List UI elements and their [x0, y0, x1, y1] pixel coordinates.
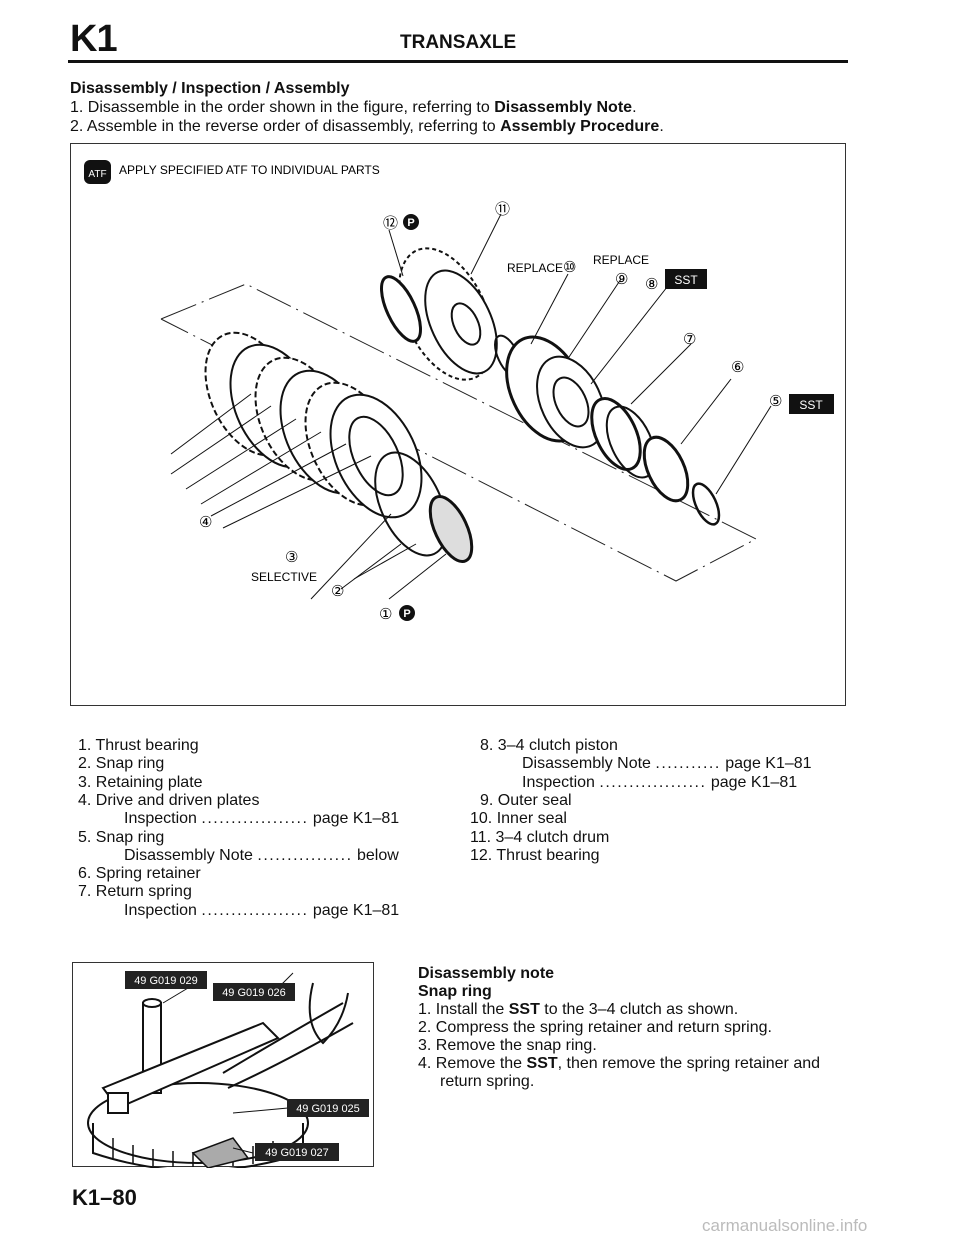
svg-text:49 G019 025: 49 G019 025: [296, 1103, 360, 1115]
section-heading: Disassembly / Inspection / Assembly: [70, 80, 350, 97]
tool-label-027: 49 G019 027: [255, 1143, 339, 1161]
svg-text:⑧: ⑧: [645, 276, 658, 293]
tool-label-026: 49 G019 026: [213, 983, 295, 1001]
svg-text:③: ③: [285, 549, 298, 566]
tool-label-029: 49 G019 029: [125, 971, 207, 989]
tool-label-025: 49 G019 025: [287, 1099, 369, 1117]
sst-badge-icon: SST: [789, 394, 834, 414]
instruction-2: 2. Assemble in the reverse order of disa…: [70, 118, 664, 135]
instruction-1: 1. Disassemble in the order shown in the…: [70, 99, 637, 116]
svg-text:SST: SST: [799, 398, 823, 412]
sst-tool-drawing: 49 G019 029 49 G019 026 49 G019 025 49 G…: [87, 971, 369, 1168]
sst-badge-icon: SST: [665, 269, 707, 289]
svg-text:ATF: ATF: [88, 169, 106, 180]
svg-text:SST: SST: [674, 273, 698, 287]
atf-note: APPLY SPECIFIED ATF TO INDIVIDUAL PARTS: [119, 163, 380, 177]
sst-tool-figure: 49 G019 029 49 G019 026 49 G019 025 49 G…: [72, 962, 374, 1168]
svg-text:⑦: ⑦: [683, 331, 696, 348]
svg-text:④: ④: [199, 514, 212, 531]
section-code: K1: [70, 18, 118, 60]
header-rule: [68, 60, 848, 63]
svg-text:⑥: ⑥: [731, 359, 744, 376]
disassembly-note: Disassembly note Snap ring 1. Install th…: [418, 965, 858, 1091]
parts-list-right: 8. 3–4 clutch piston Disassembly Note ..…: [470, 737, 812, 864]
p-mark-icon: P: [399, 605, 415, 621]
svg-text:①: ①: [379, 606, 392, 623]
svg-text:SELECTIVE: SELECTIVE: [251, 570, 317, 584]
clutch-exploded-drawing: ATF APPLY SPECIFIED ATF TO INDIVIDUAL PA…: [84, 160, 834, 623]
exploded-diagram: ATF APPLY SPECIFIED ATF TO INDIVIDUAL PA…: [70, 143, 846, 706]
svg-text:⑪: ⑪: [495, 201, 510, 218]
svg-text:⑨: ⑨: [615, 271, 628, 288]
parts-list-left: 1. Thrust bearing 2. Snap ring 3. Retain…: [78, 737, 400, 919]
svg-text:②: ②: [331, 583, 344, 600]
svg-text:49 G019 026: 49 G019 026: [222, 987, 286, 999]
svg-text:⑩: ⑩: [563, 259, 576, 276]
page-title: TRANSAXLE: [400, 32, 517, 53]
note-title: Disassembly note: [418, 965, 555, 982]
svg-text:P: P: [407, 217, 414, 229]
page-number: K1–80: [72, 1185, 137, 1210]
svg-text:49 G019 027: 49 G019 027: [265, 1147, 329, 1159]
svg-text:REPLACE: REPLACE: [593, 253, 649, 267]
svg-text:P: P: [403, 608, 410, 620]
note-subtitle: Snap ring: [418, 983, 492, 1000]
svg-text:49 G019 029: 49 G019 029: [134, 975, 198, 987]
atf-badge-icon: ATF: [84, 160, 111, 184]
svg-text:⑫: ⑫: [383, 215, 398, 232]
watermark: carmanualsonline.info: [702, 1216, 868, 1235]
svg-text:⑤: ⑤: [769, 393, 782, 410]
p-mark-icon: P: [403, 214, 419, 230]
svg-text:REPLACE: REPLACE: [507, 261, 563, 275]
